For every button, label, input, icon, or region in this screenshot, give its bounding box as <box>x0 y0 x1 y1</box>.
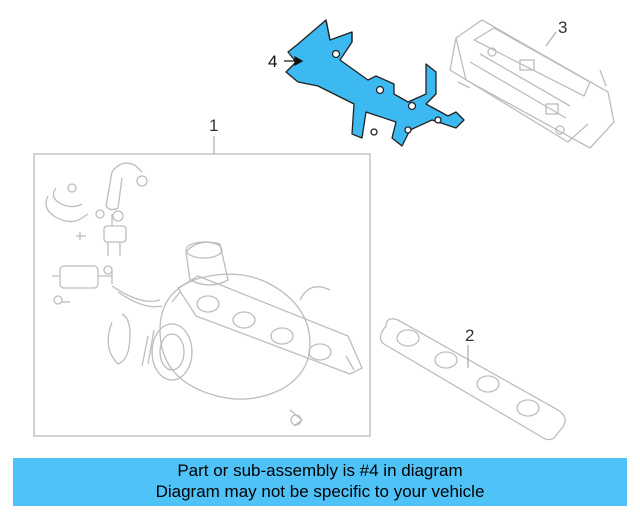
callout-3: 3 <box>558 18 568 37</box>
callout-4: 4 <box>268 52 278 71</box>
info-banner: Part or sub-assembly is #4 in diagram Di… <box>13 458 627 506</box>
parts-diagram <box>33 19 615 441</box>
heat-shield <box>449 19 615 149</box>
exhaust-gasket <box>379 318 566 441</box>
banner-line-1: Part or sub-assembly is #4 in diagram <box>177 461 463 480</box>
part1-group-frame <box>33 153 371 437</box>
bracket-part-4 <box>285 19 465 147</box>
callout4-arrow <box>284 55 304 67</box>
banner-line-2: Diagram may not be specific to your vehi… <box>155 482 485 501</box>
callout-1: 1 <box>209 116 219 135</box>
callout-2: 2 <box>465 326 475 345</box>
callout3-leader <box>545 31 557 47</box>
turbocharger-assembly <box>45 162 363 427</box>
